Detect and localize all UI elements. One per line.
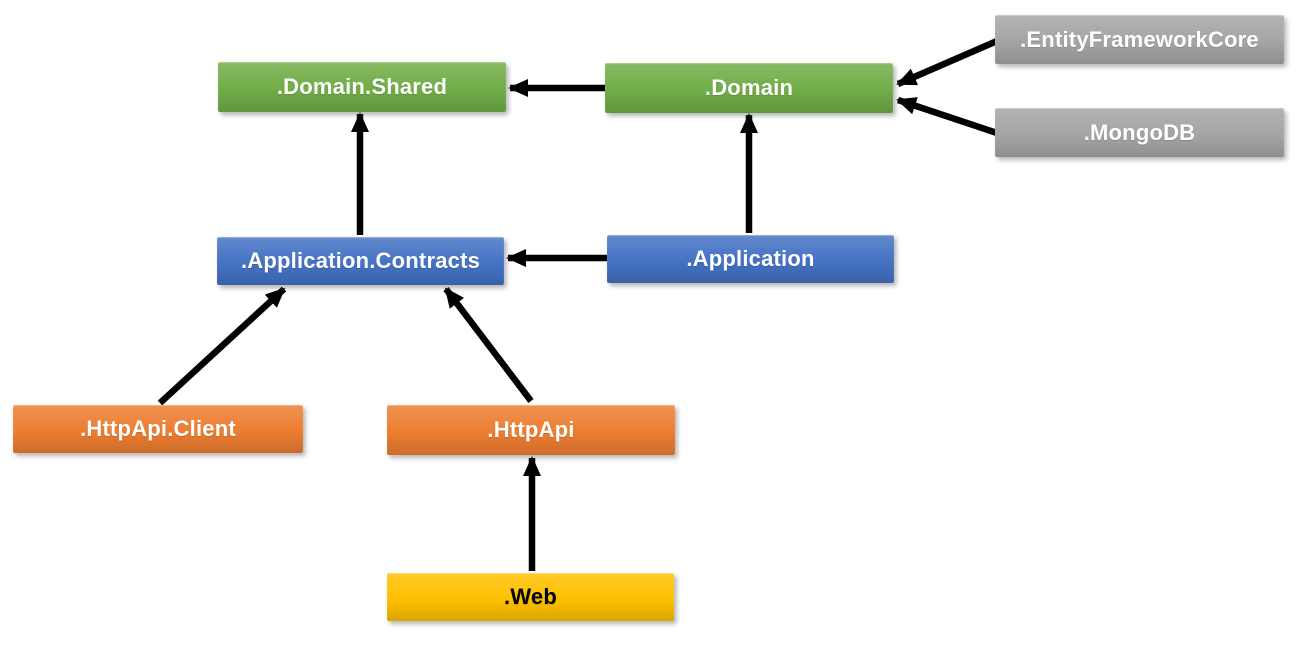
node-domain-shared-label: .Domain.Shared [276, 74, 448, 99]
edge-entity-framework-core-to-domain [896, 38, 999, 87]
node-domain: .Domain [605, 63, 893, 113]
edge-mongodb-to-domain [896, 96, 999, 137]
node-httpapi-label: .HttpApi [487, 417, 575, 442]
node-web-label: .Web [504, 584, 557, 609]
edge-httpapi-client-to-application-contracts [157, 286, 287, 406]
node-application: .Application [607, 235, 894, 283]
node-entity-framework-core-label: .EntityFrameworkCore [1020, 26, 1259, 52]
node-application-contracts-label: .Application.Contracts [240, 248, 481, 273]
node-web: .Web [387, 573, 674, 621]
node-httpapi: .HttpApi [387, 405, 675, 455]
edge-httpapi-to-application-contracts [443, 287, 534, 403]
node-httpapi-client-label: .HttpApi.Client [80, 416, 236, 441]
node-application-label: .Application [686, 246, 815, 271]
node-domain-shared: .Domain.Shared [218, 62, 506, 112]
node-application-contracts: .Application.Contracts [217, 237, 504, 285]
node-domain-label: .Domain [704, 75, 794, 100]
node-mongodb-label: .MongoDB [1083, 119, 1196, 145]
node-entity-framework-core: .EntityFrameworkCore [995, 15, 1284, 64]
node-mongodb: .MongoDB [995, 108, 1284, 157]
node-httpapi-client: .HttpApi.Client [13, 405, 303, 453]
